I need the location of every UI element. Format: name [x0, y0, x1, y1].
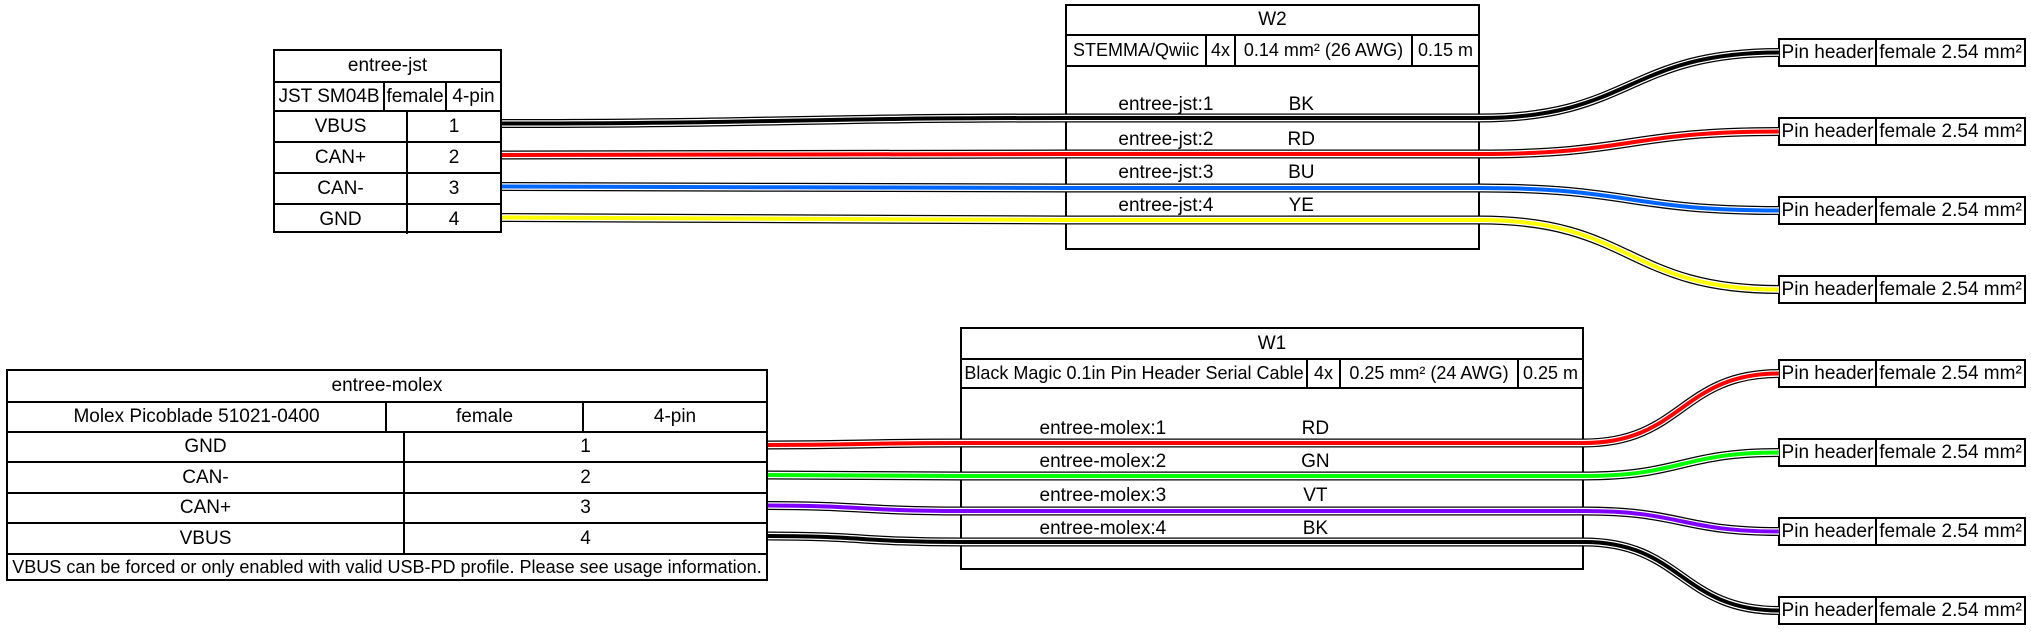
- pin-header-label: Pin header: [1781, 441, 1874, 463]
- connector-note: VBUS can be forced or only enabled with …: [12, 556, 762, 577]
- cable-wire-row: entree-molex:3 VT: [962, 485, 1582, 507]
- pin-number: 1: [403, 433, 766, 461]
- pin-name: VBUS: [179, 527, 232, 549]
- connector-type: Molex Picoblade 51021-0400: [73, 406, 320, 427]
- pin-header-label: Pin header: [1781, 362, 1874, 384]
- pin-header-spec: female 2.54 mm²: [1875, 198, 2024, 223]
- wire-color-code: RD: [1287, 129, 1315, 150]
- connector-gender: female: [385, 403, 582, 431]
- pin-name: VBUS: [314, 115, 367, 137]
- cable-length: 0.25 m: [1517, 360, 1582, 387]
- wire-label: entree-molex:1: [1039, 418, 1167, 439]
- cable-wire-row: entree-jst:1 BK: [1067, 94, 1478, 116]
- cable-wire-row: entree-molex:2 GN: [962, 451, 1582, 473]
- pin-header-spec: female 2.54 mm²: [1875, 119, 2024, 144]
- pin-number: 4: [403, 524, 766, 553]
- connector-pincount: 4-pin: [445, 83, 500, 110]
- wire-color-code: BU: [1288, 162, 1315, 183]
- pin-row: CAN+ 3: [8, 492, 766, 522]
- pin-row: GND 4: [275, 203, 500, 234]
- cable-title: W1: [1257, 332, 1287, 354]
- pin-header-w2-2: Pin header female 2.54 mm²: [1778, 117, 2026, 146]
- pin-name: GND: [184, 436, 227, 457]
- pin-name: GND: [319, 208, 362, 230]
- pin-name: CAN-: [317, 177, 364, 199]
- wire-color-code: GN: [1301, 451, 1330, 472]
- wire-color-code: RD: [1301, 418, 1330, 439]
- pin-header-label: Pin header: [1781, 599, 1874, 621]
- wire-color-code: BK: [1288, 94, 1314, 115]
- cable-length: 0.15 m: [1411, 36, 1478, 65]
- pin-header-spec: female 2.54 mm²: [1875, 598, 2024, 623]
- cable-wire-row: entree-jst:2 RD: [1067, 129, 1478, 151]
- cable-type: STEMMA/Qwiic: [1073, 40, 1199, 60]
- cable-box-w1: W1 Black Magic 0.1in Pin Header Serial C…: [960, 327, 1584, 570]
- pin-row: VBUS 1: [275, 110, 500, 141]
- pin-header-label: Pin header: [1781, 120, 1874, 142]
- cable-gauge: 0.14 mm² (26 AWG): [1234, 36, 1411, 65]
- pin-number: 2: [403, 463, 766, 492]
- pin-header-spec: female 2.54 mm²: [1875, 361, 2024, 386]
- cable-wire-row: entree-molex:1 RD: [962, 418, 1582, 440]
- connector-title: entree-jst: [347, 55, 428, 76]
- pin-header-w1-4: Pin header female 2.54 mm²: [1778, 596, 2026, 625]
- wire-label: entree-jst:4: [1118, 195, 1214, 216]
- pin-header-w2-4: Pin header female 2.54 mm²: [1778, 275, 2026, 304]
- connector-table-entree-jst: entree-jst JST SM04B female 4-pin VBUS 1…: [273, 49, 502, 234]
- pin-header-label: Pin header: [1781, 41, 1874, 63]
- wire-label: entree-jst:1: [1118, 94, 1214, 115]
- pin-header-w2-3: Pin header female 2.54 mm²: [1778, 196, 2026, 225]
- wire-label: entree-molex:2: [1039, 451, 1167, 472]
- pin-row: CAN- 3: [275, 172, 500, 203]
- connector-gender: female: [383, 83, 445, 110]
- cable-wire-row: entree-jst:3 BU: [1067, 162, 1478, 184]
- pin-name: CAN+: [179, 497, 232, 518]
- pin-row: GND 1: [8, 431, 766, 461]
- wire-label: entree-jst:2: [1118, 129, 1214, 150]
- wire-color-code: YE: [1288, 195, 1314, 216]
- cable-wire-row: entree-molex:4 BK: [962, 518, 1582, 540]
- pin-name: CAN+: [314, 146, 367, 168]
- wire-label: entree-jst:3: [1118, 162, 1214, 183]
- pin-header-spec: female 2.54 mm²: [1875, 519, 2024, 544]
- pin-header-label: Pin header: [1781, 520, 1874, 542]
- pin-row: VBUS 4: [8, 522, 766, 553]
- pin-row: CAN+ 2: [275, 141, 500, 172]
- pin-header-w1-1: Pin header female 2.54 mm²: [1778, 359, 2026, 388]
- pin-header-spec: female 2.54 mm²: [1875, 440, 2024, 465]
- cable-gauge: 0.25 mm² (24 AWG): [1339, 360, 1517, 387]
- pin-header-label: Pin header: [1781, 199, 1874, 221]
- cable-title: W2: [1258, 9, 1287, 30]
- pin-number: 1: [406, 112, 500, 141]
- cable-wirecount: 4x: [1205, 36, 1234, 65]
- pin-header-spec: female 2.54 mm²: [1875, 40, 2024, 65]
- wire-color-code: BK: [1302, 518, 1329, 539]
- pin-number: 2: [406, 143, 500, 172]
- pin-name: CAN-: [182, 466, 229, 488]
- connector-title: entree-molex: [331, 375, 443, 396]
- pin-number: 3: [406, 174, 500, 203]
- pin-header-w2-1: Pin header female 2.54 mm²: [1778, 38, 2026, 67]
- wire-label: entree-molex:4: [1039, 518, 1167, 539]
- cable-box-w2: W2 STEMMA/Qwiic 4x 0.14 mm² (26 AWG) 0.1…: [1065, 4, 1480, 250]
- pin-row: CAN- 2: [8, 461, 766, 492]
- pin-header-w1-3: Pin header female 2.54 mm²: [1778, 517, 2026, 546]
- cable-type: Black Magic 0.1in Pin Header Serial Cabl…: [964, 363, 1304, 383]
- connector-pincount: 4-pin: [582, 403, 766, 431]
- connector-type: JST SM04B: [278, 85, 380, 107]
- wire-color-code: VT: [1303, 485, 1328, 506]
- wire-label: entree-molex:3: [1039, 485, 1167, 506]
- pin-header-w1-2: Pin header female 2.54 mm²: [1778, 438, 2026, 467]
- cable-wirecount: 4x: [1306, 360, 1339, 387]
- pin-number: 3: [403, 494, 766, 522]
- pin-number: 4: [406, 205, 500, 234]
- pin-header-label: Pin header: [1781, 278, 1874, 300]
- pin-header-spec: female 2.54 mm²: [1875, 277, 2024, 302]
- cable-wire-row: entree-jst:4 YE: [1067, 195, 1478, 217]
- connector-table-entree-molex: entree-molex Molex Picoblade 51021-0400 …: [6, 369, 768, 581]
